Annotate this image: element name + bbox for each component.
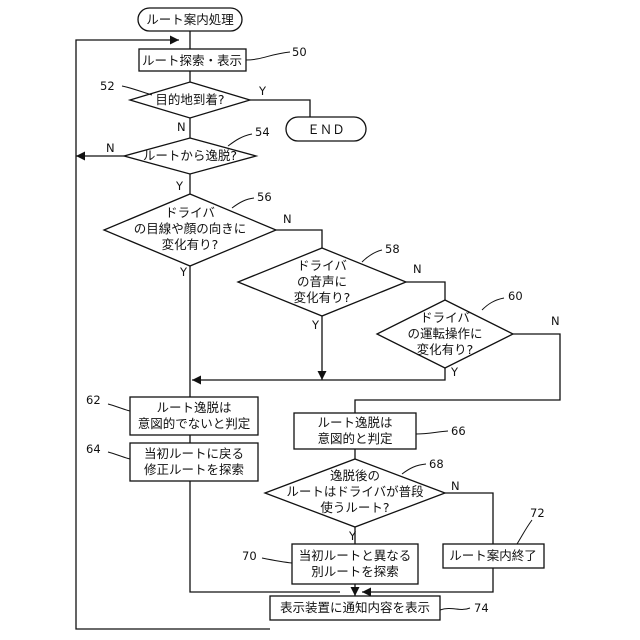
- correction-line-1: 当初ルートに戻る: [144, 446, 244, 461]
- intentional-line-2: 意図的と判定: [317, 431, 392, 446]
- decision-voice-change: ドライバ の音声に 変化有り?: [238, 248, 406, 316]
- operation-line-1: ドライバ: [420, 310, 470, 325]
- process-intentional: ルート逸脱は 意図的と判定: [294, 413, 416, 449]
- notify-label: 表示装置に通知内容を表示: [280, 600, 430, 615]
- leader-70: [262, 558, 292, 563]
- process-unintentional: ルート逸脱は 意図的でないと判定: [130, 397, 258, 435]
- decision-arrival: 目的地到着?: [130, 82, 250, 118]
- label-gaze-yes: Y: [179, 265, 188, 279]
- process-alternate-route: 当初ルートと異なる 別ルートを探索: [292, 544, 418, 584]
- label-deviation-no: N: [106, 141, 115, 155]
- start-label: ルート案内処理: [146, 12, 234, 27]
- ref-62: 62: [86, 393, 101, 407]
- decision-deviation: ルートから逸脱?: [124, 138, 256, 174]
- unintentional-line-2: 意図的でないと判定: [138, 416, 251, 431]
- gaze-line-3: 変化有り?: [162, 237, 219, 252]
- leader-60: [482, 298, 504, 310]
- process-notify-display: 表示装置に通知内容を表示: [270, 596, 440, 620]
- usual-route-line-2: ルートはドライバが普段: [286, 484, 423, 499]
- leader-52: [122, 86, 152, 95]
- decision-operation-change: ドライバ の運転操作に 変化有り?: [377, 300, 513, 368]
- decision-usual-route: 逸脱後の ルートはドライバが普段 使うルート?: [265, 459, 445, 527]
- edge-gaze-no-to-voice: [276, 230, 322, 248]
- label-usual-route-yes: Y: [348, 529, 357, 543]
- alternate-line-2: 別ルートを探索: [311, 564, 399, 579]
- terminal-start: ルート案内処理: [138, 8, 242, 31]
- leader-54: [228, 134, 252, 146]
- end-guidance-label: ルート案内終了: [449, 548, 537, 563]
- correction-line-2: 修正ルートを探索: [144, 462, 244, 477]
- leader-50: [246, 52, 290, 60]
- leader-68: [402, 464, 426, 474]
- alternate-line-1: 当初ルートと異なる: [299, 548, 412, 563]
- decision-gaze-change: ドライバ の目線や顔の向きに 変化有り?: [104, 194, 276, 266]
- leader-58: [362, 250, 382, 262]
- ref-72: 72: [530, 506, 545, 520]
- operation-line-2: の運転操作に: [407, 326, 482, 341]
- label-gaze-no: N: [283, 212, 292, 226]
- leader-74: [440, 608, 470, 610]
- usual-route-line-3: 使うルート?: [320, 500, 389, 515]
- ref-56: 56: [257, 190, 272, 204]
- leader-72: [517, 520, 532, 544]
- label-deviation-yes: Y: [175, 179, 184, 193]
- unintentional-line-1: ルート逸脱は: [156, 400, 231, 415]
- leader-62: [108, 404, 130, 411]
- label-operation-no: N: [551, 314, 560, 328]
- ref-50: 50: [292, 45, 307, 59]
- usual-route-line-1: 逸脱後の: [330, 468, 380, 483]
- arrival-label: 目的地到着?: [155, 92, 224, 107]
- label-usual-route-no: N: [451, 479, 460, 493]
- leader-64: [108, 452, 130, 459]
- gaze-line-2: の目線や顔の向きに: [134, 221, 247, 236]
- voice-line-1: ドライバ: [297, 258, 347, 273]
- edge-usual-route-no-to-end-guidance: [445, 493, 493, 544]
- process-end-guidance: ルート案内終了: [443, 544, 544, 568]
- route-search-label: ルート探索・表示: [142, 53, 242, 68]
- ref-54: 54: [255, 125, 270, 139]
- terminal-end: ＥＮＤ: [286, 117, 366, 141]
- label-arrival-no: N: [177, 120, 186, 134]
- process-route-search: ルート探索・表示: [139, 49, 246, 71]
- gaze-line-1: ドライバ: [165, 205, 215, 220]
- label-arrival-yes: Y: [258, 84, 267, 98]
- ref-52: 52: [100, 79, 115, 93]
- label-voice-no: N: [413, 262, 422, 276]
- label-voice-yes: Y: [311, 318, 320, 332]
- ref-68: 68: [429, 457, 444, 471]
- leader-56: [232, 198, 254, 208]
- label-operation-yes: Y: [450, 365, 459, 379]
- ref-60: 60: [508, 289, 523, 303]
- edge-operation-yes-to-unintentional: [192, 368, 445, 380]
- edge-voice-no-to-operation: [406, 282, 445, 300]
- edge-loop-back-to-search: [76, 40, 270, 629]
- edge-arrival-yes-to-end: [250, 100, 310, 117]
- end-label: ＥＮＤ: [307, 122, 345, 137]
- voice-line-3: 変化有り?: [294, 290, 351, 305]
- operation-line-3: 変化有り?: [417, 342, 474, 357]
- process-correction-route: 当初ルートに戻る 修正ルートを探索: [130, 443, 258, 481]
- ref-58: 58: [385, 242, 400, 256]
- leader-66: [416, 431, 448, 434]
- ref-66: 66: [451, 424, 466, 438]
- ref-64: 64: [86, 442, 101, 456]
- ref-74: 74: [474, 601, 489, 615]
- deviation-label: ルートから逸脱?: [143, 148, 237, 163]
- voice-line-2: の音声に: [297, 274, 347, 289]
- ref-70: 70: [242, 549, 257, 563]
- intentional-line-1: ルート逸脱は: [317, 415, 392, 430]
